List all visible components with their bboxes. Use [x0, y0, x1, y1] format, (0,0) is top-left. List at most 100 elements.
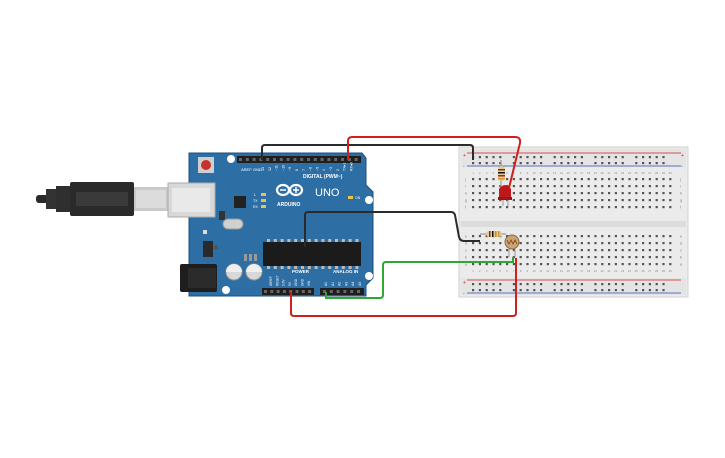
- header-hole[interactable]: [308, 290, 312, 293]
- breadboard-hole[interactable]: [546, 249, 549, 252]
- header-hole[interactable]: [354, 158, 358, 161]
- breadboard-hole[interactable]: [567, 263, 570, 266]
- breadboard-hole[interactable]: [519, 199, 522, 202]
- breadboard-hole[interactable]: [587, 199, 590, 202]
- breadboard-hole[interactable]: [601, 263, 604, 266]
- breadboard-hole[interactable]: [492, 156, 495, 159]
- breadboard-hole[interactable]: [574, 185, 577, 188]
- breadboard-hole[interactable]: [546, 242, 549, 245]
- breadboard-hole[interactable]: [540, 185, 543, 188]
- breadboard-hole[interactable]: [560, 185, 563, 188]
- breadboard-hole[interactable]: [540, 178, 543, 181]
- breadboard-hole[interactable]: [512, 192, 515, 195]
- breadboard-hole[interactable]: [526, 242, 529, 245]
- breadboard-hole[interactable]: [553, 256, 556, 259]
- breadboard-hole[interactable]: [648, 289, 651, 292]
- breadboard-hole[interactable]: [669, 192, 672, 195]
- header-hole[interactable]: [347, 158, 351, 161]
- breadboard-hole[interactable]: [526, 206, 529, 209]
- photoresistor[interactable]: [504, 234, 520, 257]
- breadboard-hole[interactable]: [485, 192, 488, 195]
- breadboard-hole[interactable]: [648, 206, 651, 209]
- breadboard-hole[interactable]: [478, 199, 481, 202]
- breadboard-hole[interactable]: [628, 249, 631, 252]
- breadboard-hole[interactable]: [642, 235, 645, 238]
- breadboard-hole[interactable]: [628, 263, 631, 266]
- breadboard-hole[interactable]: [574, 235, 577, 238]
- breadboard-hole[interactable]: [621, 283, 624, 286]
- breadboard-hole[interactable]: [601, 162, 604, 165]
- breadboard-hole[interactable]: [533, 283, 536, 286]
- breadboard-hole[interactable]: [519, 242, 522, 245]
- breadboard-hole[interactable]: [614, 249, 617, 252]
- breadboard-hole[interactable]: [580, 249, 583, 252]
- breadboard-hole[interactable]: [621, 289, 624, 292]
- breadboard-hole[interactable]: [662, 249, 665, 252]
- breadboard-hole[interactable]: [472, 256, 475, 259]
- breadboard-hole[interactable]: [648, 192, 651, 195]
- breadboard-hole[interactable]: [506, 199, 509, 202]
- breadboard-hole[interactable]: [648, 162, 651, 165]
- breadboard-hole[interactable]: [546, 185, 549, 188]
- breadboard-hole[interactable]: [478, 162, 481, 165]
- breadboard-hole[interactable]: [540, 283, 543, 286]
- header-hole[interactable]: [239, 158, 242, 161]
- breadboard-hole[interactable]: [560, 289, 563, 292]
- breadboard-hole[interactable]: [628, 185, 631, 188]
- breadboard-hole[interactable]: [635, 249, 638, 252]
- breadboard-hole[interactable]: [614, 206, 617, 209]
- breadboard-hole[interactable]: [662, 178, 665, 181]
- breadboard-hole[interactable]: [519, 249, 522, 252]
- breadboard-hole[interactable]: [648, 263, 651, 266]
- breadboard-hole[interactable]: [621, 199, 624, 202]
- breadboard-hole[interactable]: [546, 263, 549, 266]
- breadboard-hole[interactable]: [540, 156, 543, 159]
- breadboard-hole[interactable]: [540, 289, 543, 292]
- breadboard-hole[interactable]: [526, 256, 529, 259]
- header-hole[interactable]: [289, 290, 293, 293]
- breadboard-hole[interactable]: [601, 185, 604, 188]
- breadboard-hole[interactable]: [472, 206, 475, 209]
- breadboard-hole[interactable]: [621, 185, 624, 188]
- header-hole[interactable]: [320, 158, 324, 161]
- breadboard-hole[interactable]: [587, 178, 590, 181]
- breadboard-hole[interactable]: [492, 283, 495, 286]
- breadboard-hole[interactable]: [567, 156, 570, 159]
- breadboard-hole[interactable]: [601, 192, 604, 195]
- breadboard-hole[interactable]: [655, 289, 658, 292]
- breadboard-hole[interactable]: [512, 178, 515, 181]
- breadboard-hole[interactable]: [499, 185, 502, 188]
- breadboard-hole[interactable]: [580, 192, 583, 195]
- breadboard-hole[interactable]: [608, 206, 611, 209]
- breadboard-hole[interactable]: [608, 263, 611, 266]
- breadboard-hole[interactable]: [472, 242, 475, 245]
- breadboard-hole[interactable]: [519, 263, 522, 266]
- breadboard-hole[interactable]: [567, 235, 570, 238]
- breadboard-hole[interactable]: [540, 242, 543, 245]
- breadboard-hole[interactable]: [635, 242, 638, 245]
- breadboard-hole[interactable]: [546, 192, 549, 195]
- breadboard-hole[interactable]: [519, 192, 522, 195]
- breadboard-hole[interactable]: [601, 235, 604, 238]
- breadboard-hole[interactable]: [540, 206, 543, 209]
- breadboard-hole[interactable]: [594, 263, 597, 266]
- breadboard-hole[interactable]: [526, 249, 529, 252]
- breadboard-hole[interactable]: [519, 156, 522, 159]
- breadboard-hole[interactable]: [635, 289, 638, 292]
- breadboard-hole[interactable]: [485, 235, 488, 238]
- breadboard-hole[interactable]: [472, 162, 475, 165]
- breadboard-hole[interactable]: [492, 162, 495, 165]
- breadboard-hole[interactable]: [635, 263, 638, 266]
- breadboard-hole[interactable]: [580, 263, 583, 266]
- breadboard-hole[interactable]: [506, 249, 509, 252]
- breadboard-hole[interactable]: [648, 178, 651, 181]
- breadboard-hole[interactable]: [594, 185, 597, 188]
- breadboard-hole[interactable]: [669, 178, 672, 181]
- breadboard-hole[interactable]: [546, 178, 549, 181]
- breadboard-hole[interactable]: [655, 156, 658, 159]
- breadboard-hole[interactable]: [662, 192, 665, 195]
- breadboard-hole[interactable]: [526, 199, 529, 202]
- breadboard-hole[interactable]: [506, 178, 509, 181]
- header-hole[interactable]: [300, 158, 304, 161]
- breadboard-hole[interactable]: [608, 192, 611, 195]
